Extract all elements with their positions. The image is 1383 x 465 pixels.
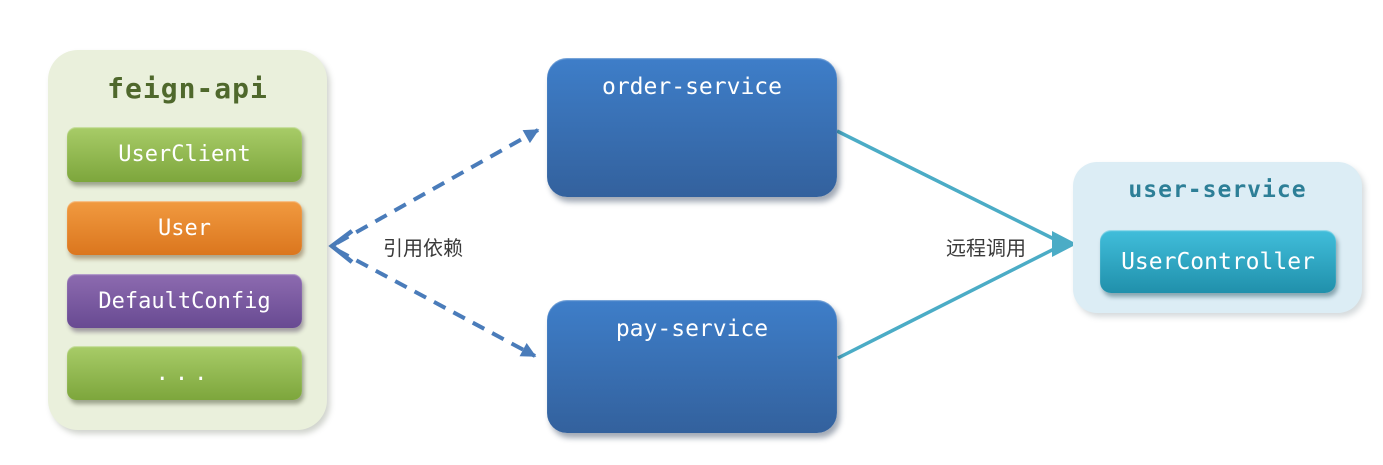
node-usercontroller: UserController: [1100, 230, 1336, 293]
node-user: User: [67, 201, 302, 255]
order-service-label: order-service: [601, 74, 782, 100]
node-userclient: UserClient: [67, 127, 302, 182]
dependency-label: 引用依赖: [383, 236, 463, 260]
feign-api-title: feign-api: [107, 72, 268, 105]
remote-call-line-pay: [837, 246, 1057, 360]
dependency-arrowhead-left: [328, 229, 354, 264]
pay-service-label: pay-service: [615, 316, 769, 342]
node-ellipsis: ...: [67, 346, 302, 400]
remote-call-line-order: [836, 129, 1057, 242]
remote-call-label: 远程调用: [946, 236, 1026, 260]
node-user-label: User: [158, 215, 211, 241]
dependency-arrow-pay: [336, 248, 537, 358]
node-order-service: order-service: [547, 58, 837, 197]
user-service-title: user-service: [1128, 177, 1307, 203]
node-defaultconfig-label: DefaultConfig: [98, 288, 271, 314]
group-feign-api: feign-api UserClient User DefaultConfig …: [48, 50, 327, 430]
dependency-arrow-order: [336, 128, 540, 245]
node-defaultconfig: DefaultConfig: [67, 274, 302, 328]
node-pay-service: pay-service: [547, 300, 837, 433]
node-userclient-label: UserClient: [118, 142, 251, 167]
group-user-service: user-service UserController: [1073, 162, 1362, 313]
node-ellipsis-label: ...: [155, 360, 214, 386]
node-usercontroller-label: UserController: [1121, 248, 1315, 275]
